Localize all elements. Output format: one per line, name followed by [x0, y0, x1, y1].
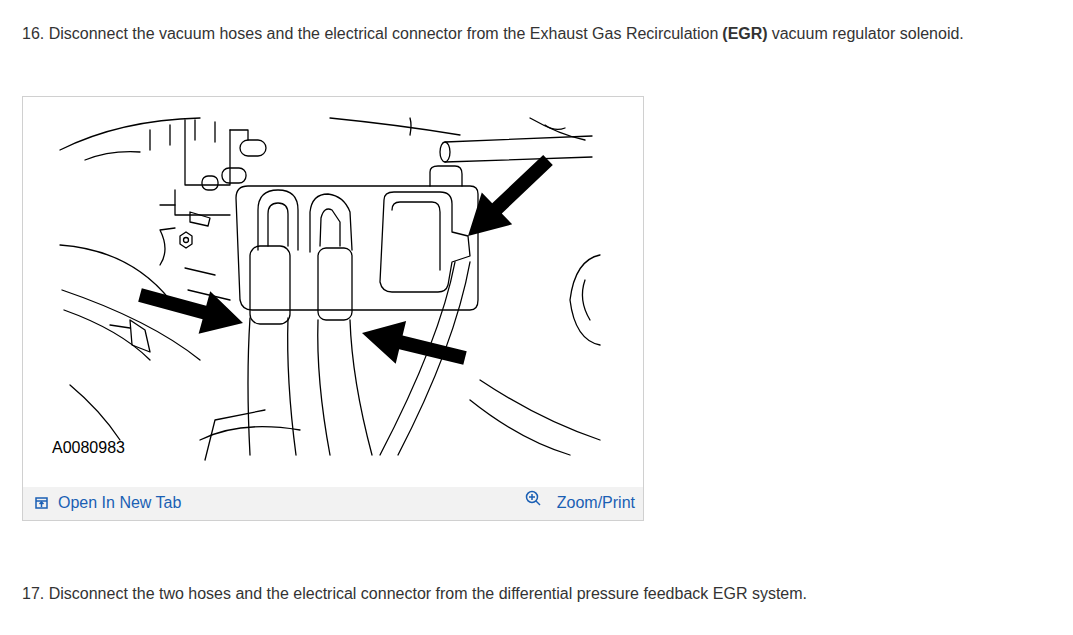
- step-instruction-bold: (EGR): [722, 24, 767, 43]
- zoom-icon: [527, 492, 541, 506]
- callout-arrow: [138, 155, 553, 365]
- new-tab-icon: [36, 498, 47, 508]
- toolbar-link: Zoom/Print: [557, 493, 635, 512]
- figure-id: A0080983: [52, 438, 125, 457]
- egr-solenoid-drawing: [60, 118, 600, 460]
- image-frame: [23, 97, 644, 521]
- toolbar-link: Open In New Tab: [58, 493, 181, 512]
- step-instruction: vacuum regulator solenoid.: [772, 24, 964, 43]
- step-instruction: 17. Disconnect the two hoses and the ele…: [22, 584, 807, 603]
- step-line: 16. Disconnect the vacuum hoses and the …: [22, 24, 964, 43]
- step-instruction: 16. Disconnect the vacuum hoses and the …: [22, 24, 718, 43]
- toolbar-bar: [23, 487, 643, 520]
